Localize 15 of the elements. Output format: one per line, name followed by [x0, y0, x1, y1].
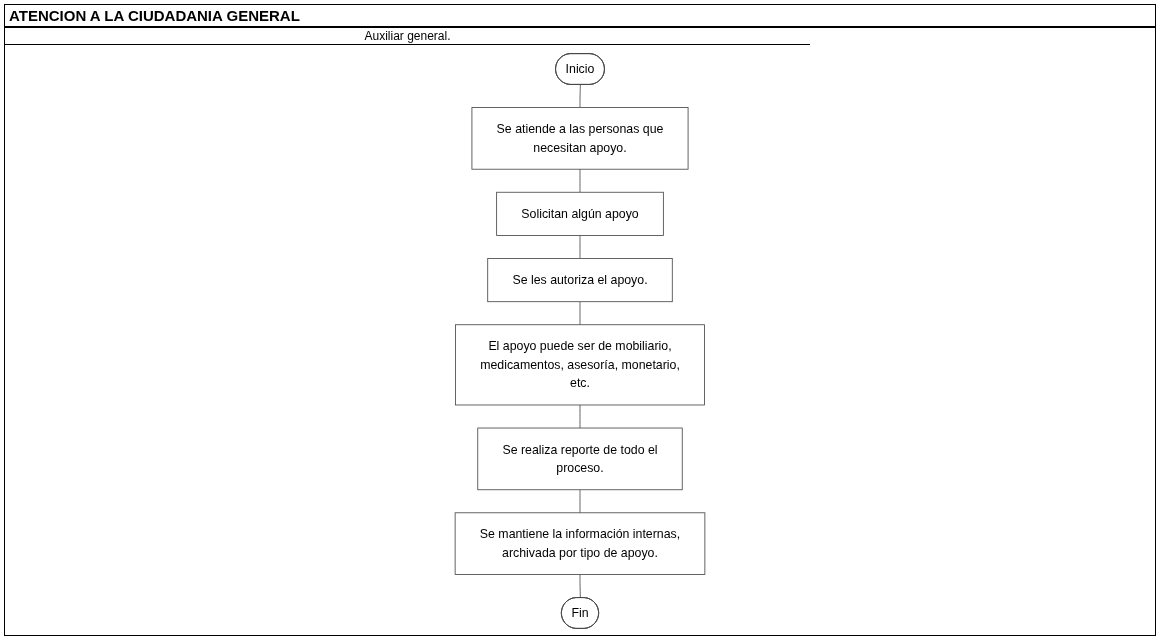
- connector: [579, 168, 581, 193]
- node-box: Se atiende a las personas que necesitan apoyo.: [471, 107, 689, 170]
- lane-header: Auxiliar general.: [364, 29, 451, 43]
- connector: [579, 404, 581, 429]
- node-box: Se les autoriza el apoyo.: [487, 258, 673, 303]
- node-box: El apoyo puede ser de mobiliario, medicamentos, asesoría, monetario, etc.: [455, 324, 705, 406]
- connector: [579, 574, 581, 599]
- connector: [579, 235, 581, 259]
- connector: [579, 301, 581, 326]
- node-box: Solicitan algún apoyo: [496, 191, 664, 236]
- connector: [579, 84, 581, 108]
- connector: [579, 489, 581, 514]
- diagram-title: ATENCION A LA CIUDADANIA GENERAL: [5, 5, 1155, 28]
- node-box: Se realiza reporte de todo el proceso.: [477, 427, 683, 491]
- node-box: Se mantiene la información internas, archivada por tipo de apoyo.: [454, 512, 706, 575]
